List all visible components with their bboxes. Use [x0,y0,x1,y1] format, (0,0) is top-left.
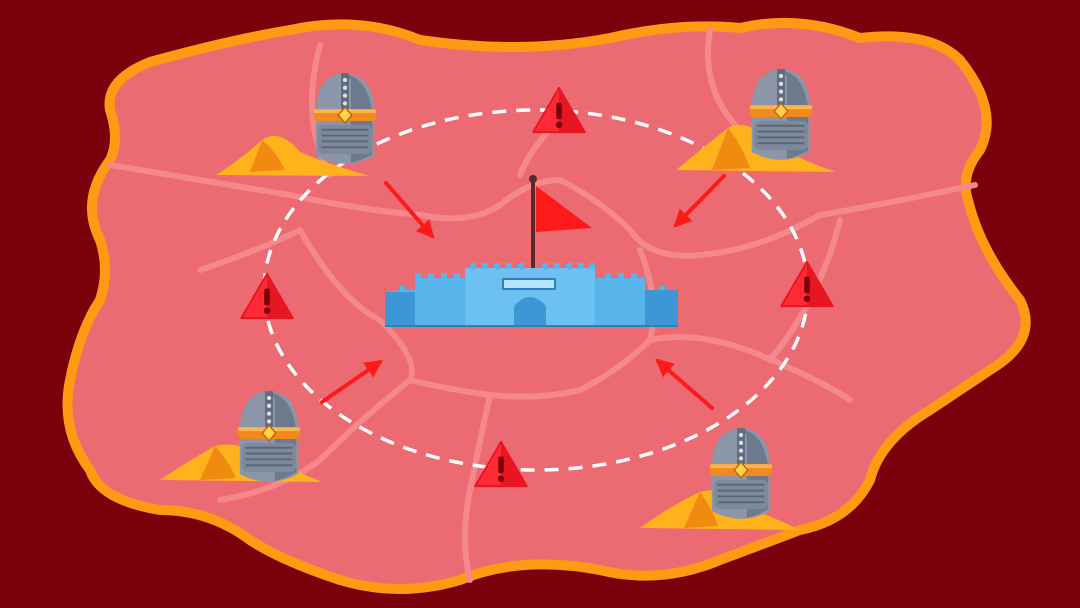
arrow-icon [320,359,383,404]
arrows [320,174,726,410]
knight-helmet-icon [749,68,813,161]
knight-helmet-icon [237,390,301,483]
arrow-icon [673,174,726,228]
knight-helmet-icon [313,72,377,165]
castle-icon [385,175,678,327]
flag-icon [536,186,592,232]
arrow-icon [655,358,714,410]
arrow-icon [384,181,435,239]
knight-helmet-icon [709,427,773,520]
